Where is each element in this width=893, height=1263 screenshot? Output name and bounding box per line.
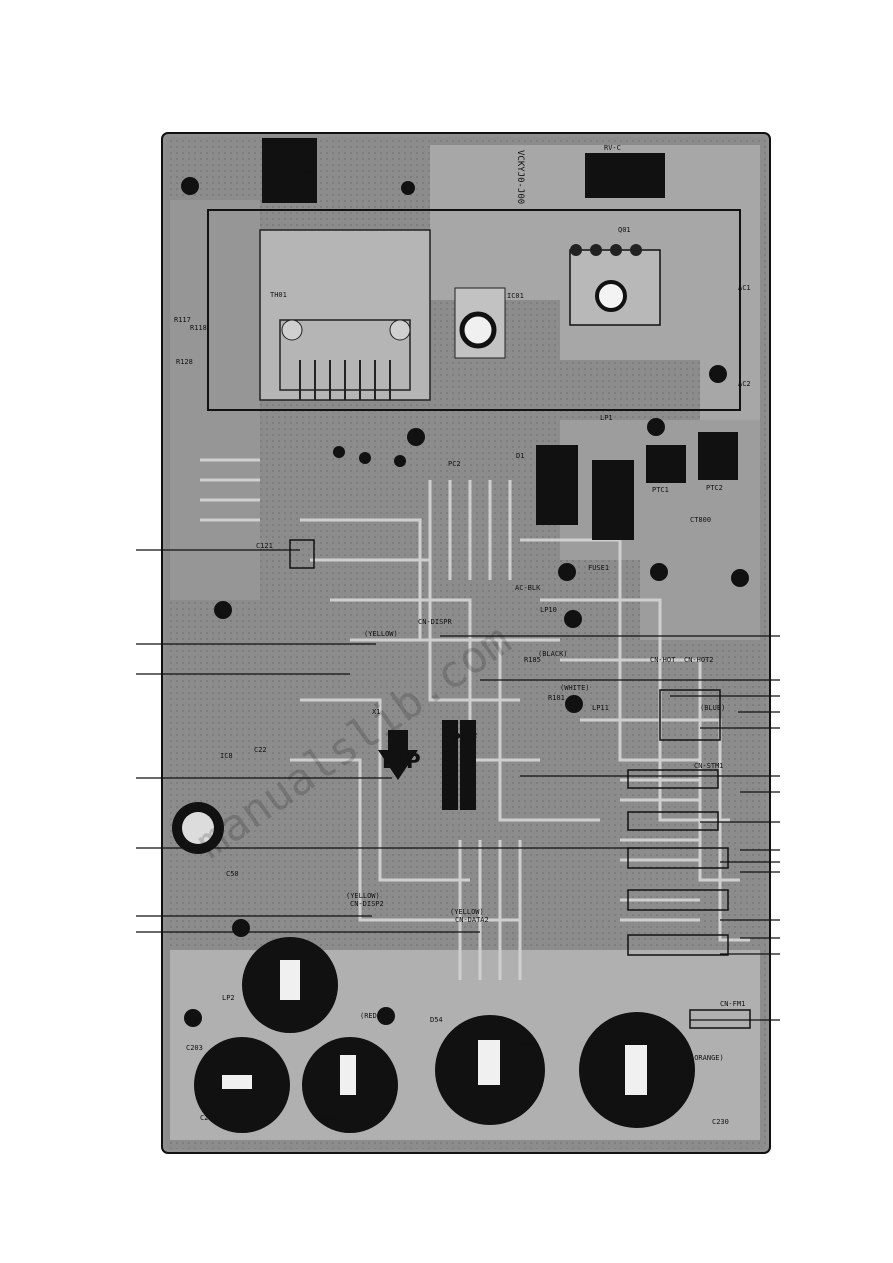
label-model: VCKYJ0-J00 [515, 150, 525, 204]
label-th01: TH01 [270, 291, 287, 299]
label-yellow-3: (YELLOW) [450, 908, 484, 916]
label-cn-stm1: CN-STM1 [694, 762, 724, 770]
relay-top-left [262, 138, 317, 203]
electrolytic-capacitors [194, 937, 695, 1133]
label-white: (WHITE) [560, 684, 590, 692]
label-q01: Q01 [618, 226, 631, 234]
label-lp10: LP10 [540, 606, 557, 614]
component-labels: RV-C Q01 TH01 IC01 PC2 PTC2 PTC1 FUSE1 X… [174, 144, 751, 1126]
label-black: (BLACK) [538, 650, 568, 658]
label-ic8: IC8 [220, 752, 233, 760]
dip-ic-bar-2 [460, 720, 476, 810]
label-lp1: LP1 [600, 414, 613, 422]
label-yellow-1: (YELLOW) [364, 630, 398, 638]
label-c202: C202 [200, 1114, 217, 1122]
label-yellow-2: (YELLOW) [346, 892, 380, 900]
trace-group [200, 458, 750, 980]
dip-arrow [378, 730, 418, 780]
label-ptc2: PTC2 [706, 484, 723, 492]
label-lp2: LP2 [222, 994, 235, 1002]
label-r118: R118 [190, 324, 207, 332]
label-dip: DIP [382, 749, 421, 773]
label-cn-dispr: CN-DISPR [418, 618, 453, 626]
label-pbf: PbF [452, 731, 478, 745]
ptc2-block [698, 432, 738, 480]
label-blue: (BLUE) [700, 704, 725, 712]
label-cn-data2: CN-DATA2 [455, 916, 489, 924]
label-ic01: IC01 [507, 292, 524, 300]
right-connectors [289, 539, 751, 1029]
label-c50: C50 [226, 870, 239, 878]
label-c201: C201 [518, 1040, 535, 1048]
copper-pour-left [170, 200, 260, 600]
label-red: (RED) [360, 1012, 381, 1020]
leader-lines [136, 549, 780, 1021]
label-ptc1: PTC1 [652, 486, 669, 494]
label-c230: C230 [712, 1118, 729, 1126]
label-cn-hot2: CN-HOT2 [684, 656, 714, 664]
label-d1: D1 [516, 452, 524, 460]
label-cn-fm1: CN-FM1 [720, 1000, 745, 1008]
label-c203: C203 [186, 1044, 203, 1052]
relay-rv-c [585, 153, 665, 198]
label-r185: R185 [524, 656, 541, 664]
label-r128: R128 [176, 358, 193, 366]
label-cn-disp2: CN-DISP2 [350, 900, 384, 908]
label-c200: C200 [318, 1114, 335, 1122]
dip-ic-bar-1 [442, 720, 458, 810]
label-c22: C22 [254, 746, 267, 754]
label-d54: D54 [430, 1016, 443, 1024]
label-lp11: LP11 [592, 704, 609, 712]
label-pc2: PC2 [448, 460, 461, 468]
ptc1-block [646, 445, 686, 483]
label-ac1: AC1 [738, 284, 751, 292]
label-ac-blk: AC-BLK [515, 584, 541, 592]
heatsink-frame [207, 209, 741, 411]
label-x1: X1 [372, 708, 380, 716]
label-c121: C121 [256, 542, 273, 550]
label-cn-hot: CN-HOT [650, 656, 676, 664]
relay-mid [536, 445, 578, 525]
label-ct800: CT800 [690, 516, 711, 524]
label-rv-c: RV-C [604, 144, 621, 152]
label-r101: R101 [548, 694, 565, 702]
ipm-pins [299, 360, 391, 400]
label-orange: (ORANGE) [690, 1054, 724, 1062]
label-ac2: AC2 [738, 380, 751, 388]
relay-mid-2 [592, 460, 634, 540]
label-fuse1: FUSE1 [588, 564, 609, 572]
label-r117: R117 [174, 316, 191, 324]
label-j116: J116 [294, 168, 311, 176]
